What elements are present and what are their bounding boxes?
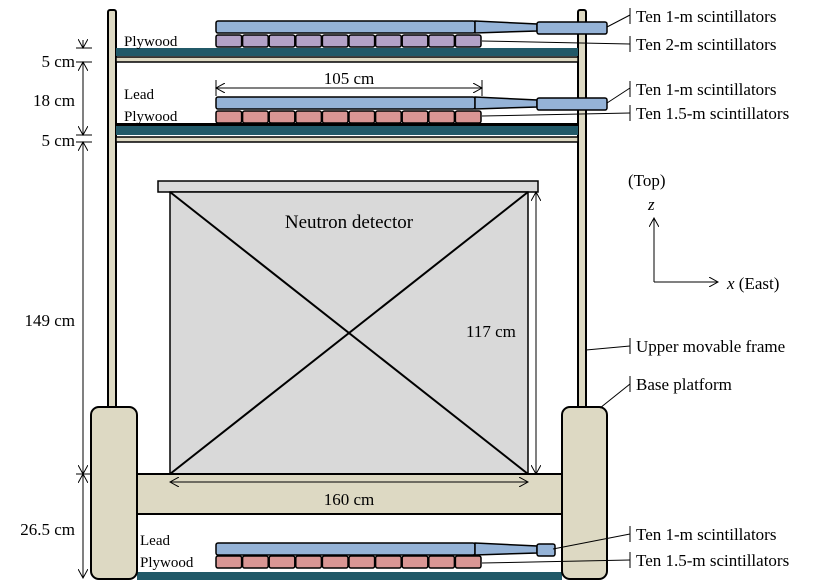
top-frame-plate <box>115 56 579 63</box>
callout-base-platform: Base platform <box>636 375 732 394</box>
bottom-scintillator-cell <box>348 555 376 569</box>
label-top-plywood: Plywood <box>124 34 178 50</box>
left-base-platform <box>90 406 138 580</box>
mid-scintillator-cell <box>268 110 296 124</box>
mid-lead-plate <box>116 123 578 126</box>
mid-scintillator-cell <box>428 110 456 124</box>
axis-x-label: x (East) <box>726 274 779 293</box>
top-scintillator-cell <box>401 34 429 48</box>
dim-149cm: 149 cm <box>24 311 75 330</box>
mid-light-guide <box>474 96 538 110</box>
top-light-guide <box>474 20 538 34</box>
callout-upper-frame: Upper movable frame <box>636 337 785 356</box>
mid-pmt <box>536 97 608 111</box>
label-bot-lead: Lead <box>140 533 170 549</box>
axis-z-label: z <box>647 195 655 214</box>
bottom-scintillator-cell <box>268 555 296 569</box>
bottom-plywood-plate <box>137 572 562 580</box>
bottom-scintillator-cell <box>321 555 349 569</box>
left-frame-pole <box>107 9 117 411</box>
right-base-platform <box>561 406 608 580</box>
callout-top-2m: Ten 2-m scintillators <box>636 35 776 54</box>
dim-117: 117 cm <box>466 322 516 341</box>
axes-view-label: (Top) <box>628 171 666 190</box>
top-scintillator-cell <box>428 34 456 48</box>
top-scintillator-cell <box>454 34 482 48</box>
bottom-scintillator-cell <box>401 555 429 569</box>
top-scintillator-cell <box>295 34 323 48</box>
mid-scintillator-cell <box>348 110 376 124</box>
mid-scintillator-cell <box>401 110 429 124</box>
dim-26-5cm: 26.5 cm <box>20 520 75 539</box>
callout-bot-1-5m: Ten 1.5-m scintillators <box>636 551 789 570</box>
bottom-scintillator-cell <box>215 555 243 569</box>
label-bot-plywood: Plywood <box>140 555 194 571</box>
top-scintillator-cell <box>268 34 296 48</box>
callout-mid-1-5m: Ten 1.5-m scintillators <box>636 104 789 123</box>
bottom-scintillator-cell <box>374 555 402 569</box>
top-scintillator-cell <box>321 34 349 48</box>
top-scintillator-cell <box>215 34 243 48</box>
detector-top-plate <box>157 180 539 193</box>
callout-mid-1m: Ten 1-m scintillators <box>636 80 776 99</box>
top-scintillator-cell <box>241 34 269 48</box>
dim-160: 160 cm <box>324 490 375 509</box>
mid-scintillator-cell <box>241 110 269 124</box>
callout-top-1m: Ten 1-m scintillators <box>636 7 776 26</box>
dim-18cm: 18 cm <box>33 91 75 110</box>
mid-frame-plate <box>115 136 579 143</box>
bottom-pmt <box>536 543 556 557</box>
mid-scintillator-cell <box>321 110 349 124</box>
top-pmt <box>536 21 608 35</box>
mid-scintillator-cell <box>454 110 482 124</box>
mid-scintillator-cell <box>215 110 243 124</box>
bottom-scintillator-cell <box>241 555 269 569</box>
top-plywood-plate <box>116 48 578 56</box>
bottom-scintillator-cell <box>428 555 456 569</box>
mid-scintillator-cell <box>374 110 402 124</box>
mid-scintillator-cell <box>295 110 323 124</box>
callout-bot-1m: Ten 1-m scintillators <box>636 525 776 544</box>
mid-plywood-plate <box>116 126 578 135</box>
bottom-light-guide <box>474 542 538 556</box>
bottom-1m-scintillator-bar <box>215 542 476 556</box>
bottom-scintillator-cell <box>295 555 323 569</box>
top-scintillator-cell <box>374 34 402 48</box>
label-mid-plywood: Plywood <box>124 109 178 125</box>
dim-5cm-mid: 5 cm <box>41 131 75 150</box>
mid-1m-scintillator-bar <box>215 96 476 110</box>
top-1m-scintillator-bar <box>215 20 476 34</box>
detector-label: Neutron detector <box>285 212 414 233</box>
bottom-scintillator-cell <box>454 555 482 569</box>
dim-105: 105 cm <box>324 69 375 88</box>
dim-5cm-top: 5 cm <box>41 52 75 71</box>
label-mid-lead: Lead <box>124 87 154 103</box>
right-frame-pole <box>577 9 587 411</box>
top-scintillator-cell <box>348 34 376 48</box>
